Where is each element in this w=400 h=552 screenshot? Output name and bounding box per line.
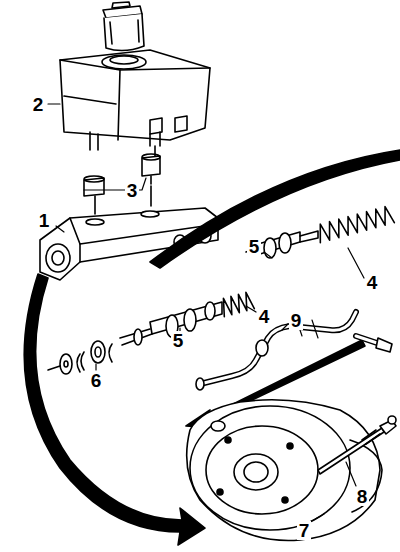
callout-number: 5 xyxy=(171,331,186,350)
reservoir-cap xyxy=(103,2,144,51)
spring-coil xyxy=(320,207,394,243)
exploded-view-band xyxy=(150,150,400,268)
callout-number: 2 xyxy=(31,95,46,114)
pushrod xyxy=(318,416,396,474)
callout-number: 8 xyxy=(355,487,370,506)
callout-number: 5 xyxy=(247,237,262,256)
callout-number: 3 xyxy=(125,181,140,200)
spring-coil xyxy=(223,292,254,316)
callout-number: 7 xyxy=(297,521,312,540)
reservoir xyxy=(60,50,210,160)
callout-number: 4 xyxy=(257,307,272,326)
brake-booster xyxy=(187,400,382,541)
reservoir-grommets xyxy=(84,154,160,196)
secondary-piston xyxy=(246,231,318,258)
callout-number: 1 xyxy=(37,211,52,230)
callout-number: 9 xyxy=(289,311,304,330)
callout-number: 6 xyxy=(89,371,104,390)
callout-number: 4 xyxy=(365,273,380,292)
return-springs xyxy=(223,207,394,317)
leader-lines xyxy=(48,104,364,522)
seal-set xyxy=(48,341,112,374)
